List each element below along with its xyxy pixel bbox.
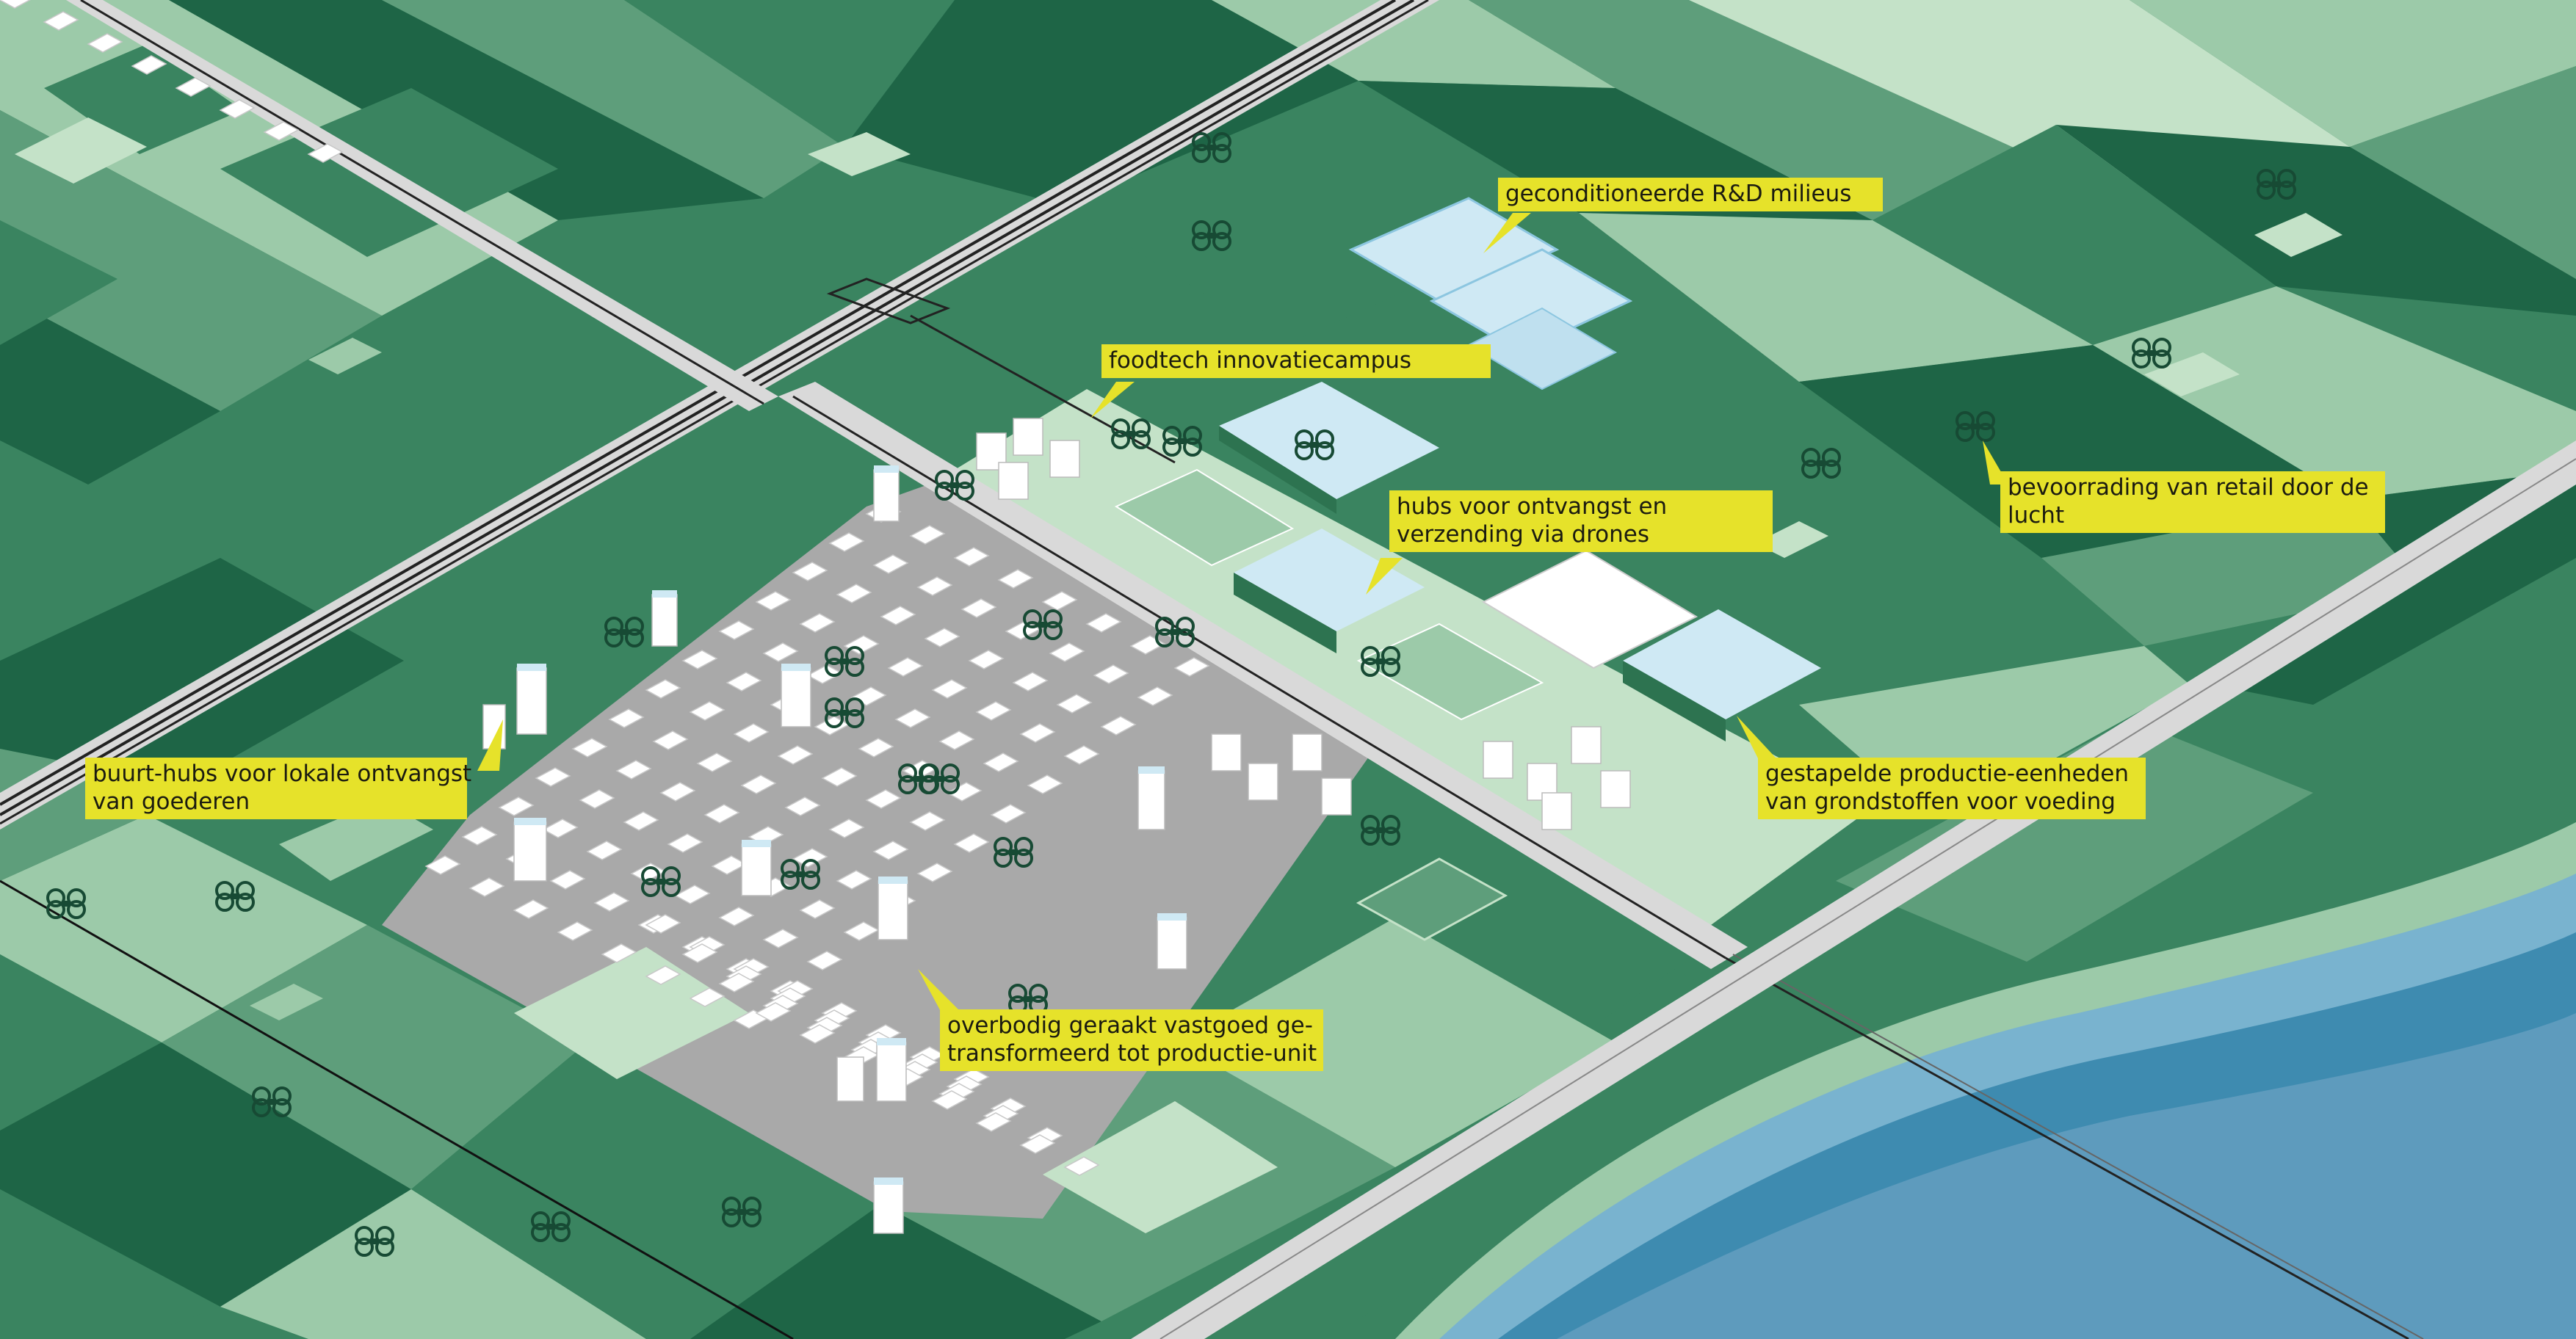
label-neighbourhood-line1: buurt-hubs voor lokale ontvangst bbox=[93, 761, 472, 787]
label-vacant-line1: overbodig geraakt vastgoed ge- bbox=[947, 1012, 1313, 1039]
label-hubs-line2: verzending via drones bbox=[1397, 521, 1650, 548]
label-hubs-line1: hubs voor ontvangst en bbox=[1397, 493, 1668, 520]
garden-plot bbox=[514, 947, 749, 1079]
label-stacked-production: gestapelde productie-eenheden van gronds… bbox=[1758, 758, 2146, 819]
city-buildings bbox=[0, 0, 1209, 1176]
label-drone-hubs: hubs voor ontvangst en verzending via dr… bbox=[1389, 490, 1773, 552]
label-stacked-line1: gestapelde productie-eenheden bbox=[1765, 761, 2130, 787]
label-vacant-line2: transformeerd tot productie-unit bbox=[947, 1040, 1317, 1067]
label-rnd-text: geconditioneerde R&D milieus bbox=[1505, 181, 1852, 207]
label-stacked-line2: van grondstoffen voor voeding bbox=[1765, 788, 2116, 815]
rural-structures bbox=[15, 117, 2342, 1020]
garden-plot bbox=[1043, 1101, 1278, 1233]
label-vacant-property: overbodig geraakt vastgoed ge- transform… bbox=[940, 1009, 1323, 1071]
label-retail-line1: bevoorrading van retail door de bbox=[2008, 474, 2369, 501]
label-retail-line2: lucht bbox=[2008, 502, 2065, 529]
neighbourhood-hub-pad bbox=[279, 800, 433, 881]
label-foodtech-campus: foodtech innovatiecampus bbox=[1101, 344, 1491, 378]
callout-pointers bbox=[477, 213, 2008, 1017]
label-neighbourhood-line2: van goederen bbox=[93, 788, 250, 815]
campus-greenhouses bbox=[1114, 382, 1821, 741]
campus-buildings bbox=[976, 418, 1631, 830]
label-campus-text: foodtech innovatiecampus bbox=[1109, 347, 1412, 374]
towers bbox=[482, 465, 1187, 1234]
label-neighbourhood-hubs: buurt-hubs voor lokale ontvangst van goe… bbox=[85, 758, 472, 819]
label-rnd-environments: geconditioneerde R&D milieus bbox=[1498, 178, 1883, 211]
production-pad bbox=[1356, 857, 1508, 941]
label-retail-supply: bevoorrading van retail door de lucht bbox=[2000, 471, 2385, 533]
river bbox=[1395, 822, 2576, 1339]
